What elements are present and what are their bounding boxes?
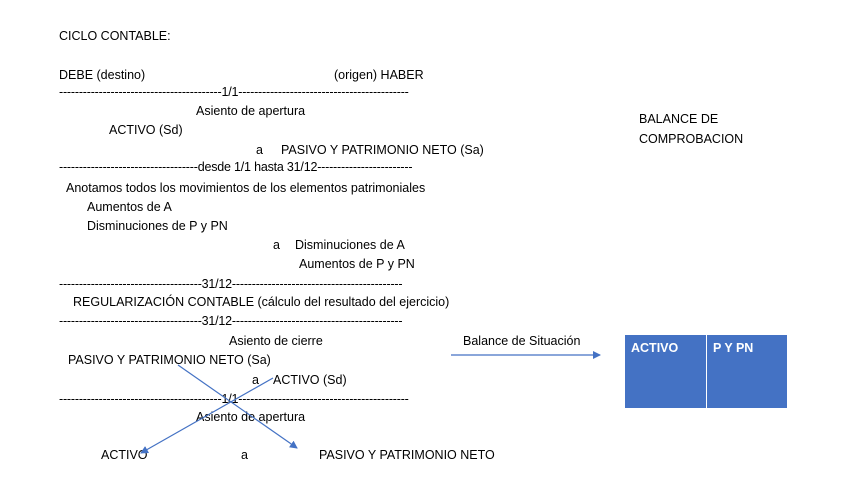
balance-situacion-label: Balance de Situación: [463, 334, 581, 348]
balance-activo-cell: ACTIVO: [625, 335, 707, 408]
movimientos-a: a: [273, 238, 280, 252]
apertura-pasivo: PASIVO Y PATRIMONIO NETO (Sa): [281, 143, 484, 157]
movimientos-line2: Aumentos de A: [87, 200, 172, 214]
movimientos-line3: Disminuciones de P y PN: [87, 219, 228, 233]
haber-header: (origen) HABER: [334, 68, 424, 82]
movimientos-line1: Anotamos todos los movimientos de los el…: [66, 181, 426, 195]
debe-header: DEBE (destino): [59, 68, 146, 82]
balance-pypn-label: P Y PN: [713, 341, 754, 355]
balance-pypn-cell: P Y PN: [707, 335, 787, 408]
balance-comprobacion-line2: COMPROBACION: [639, 132, 744, 146]
cierre-activo: ACTIVO (Sd): [273, 373, 347, 387]
apertura-a: a: [256, 143, 263, 157]
divider-1-1-b: ----------------------------------------…: [59, 392, 409, 406]
apertura2-a: a: [241, 448, 248, 462]
divider-1-1: ----------------------------------------…: [59, 85, 409, 99]
movimientos-line5: Aumentos de P y PN: [299, 257, 415, 271]
movimientos-line4: Disminuciones de A: [295, 238, 405, 252]
divider-31-12-a: ------------------------------------31/1…: [59, 277, 403, 291]
divider-periodo: -----------------------------------desde…: [59, 160, 413, 174]
cierre-pasivo: PASIVO Y PATRIMONIO NETO (Sa): [68, 353, 271, 367]
regularizacion: REGULARIZACIÓN CONTABLE (cálculo del res…: [73, 295, 450, 309]
apertura2-title: Asiento de apertura: [196, 410, 306, 424]
title: CICLO CONTABLE:: [59, 29, 171, 43]
balance-situacion-box: ACTIVO P Y PN: [625, 335, 787, 408]
cierre-title: Asiento de cierre: [229, 334, 323, 348]
apertura2-pasivo: PASIVO Y PATRIMONIO NETO: [319, 448, 495, 462]
balance-comprobacion-line1: BALANCE DE: [639, 112, 719, 126]
apertura2-activo: ACTIVO: [101, 448, 148, 462]
apertura-activo: ACTIVO (Sd): [109, 123, 183, 137]
divider-31-12-b: ------------------------------------31/1…: [59, 314, 403, 328]
cierre-a: a: [252, 373, 259, 387]
balance-activo-label: ACTIVO: [631, 341, 679, 355]
apertura-title: Asiento de apertura: [196, 104, 306, 118]
